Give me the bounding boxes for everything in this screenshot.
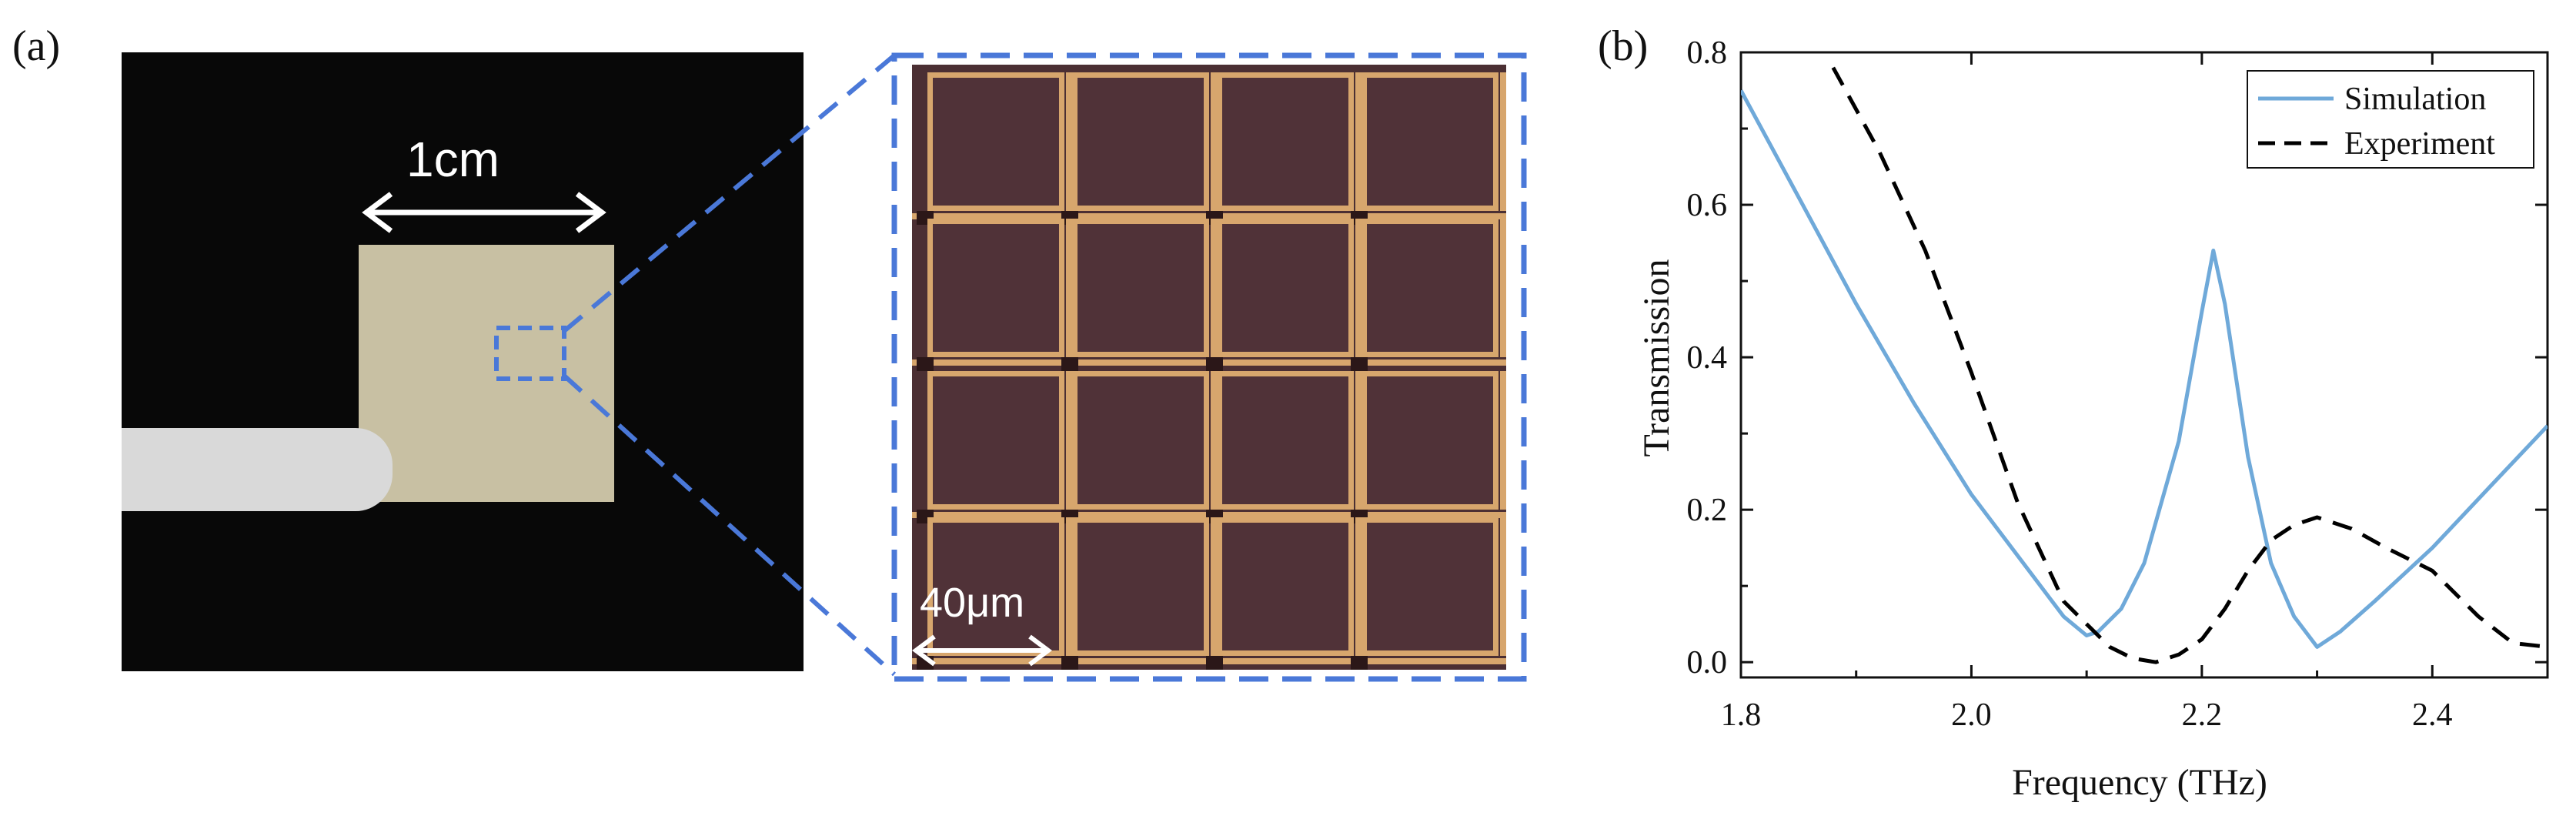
- sample-square: [359, 245, 614, 502]
- micrograph-image: [912, 65, 1506, 670]
- micro-cell: [1217, 517, 1354, 656]
- scale-arrow-1cm: [362, 192, 606, 233]
- micro-gap: [1351, 357, 1368, 371]
- micro-cell: [927, 219, 1064, 357]
- micro-bar: [1355, 219, 1362, 357]
- x-tick-label: 1.8: [1721, 697, 1762, 733]
- legend-box: [2247, 70, 2534, 169]
- x-tick-label: 2.2: [2182, 697, 2223, 733]
- micro-cell: [1072, 219, 1209, 357]
- x-axis-label: Frequency (THz): [2012, 762, 2267, 803]
- y-tick-label: 0.8: [1687, 35, 1728, 71]
- y-tick-label: 0.6: [1687, 188, 1728, 223]
- micro-bar: [1211, 371, 1217, 510]
- micro-cell: [1217, 72, 1354, 211]
- micro-cell: [1072, 371, 1209, 510]
- sample-photo: [122, 52, 804, 671]
- micro-cell: [927, 72, 1064, 211]
- micro-cell: [1217, 219, 1354, 357]
- zoom-region-box: [494, 326, 566, 381]
- micro-cell: [1072, 517, 1209, 656]
- micro-bar: [1066, 72, 1072, 211]
- micro-bar: [1500, 72, 1506, 211]
- micro-bar: [1211, 517, 1217, 656]
- micro-cell: [1362, 371, 1498, 510]
- legend-label-experiment: Experiment: [2344, 126, 2495, 162]
- panel-label-a: (a): [12, 22, 61, 70]
- micro-cell: [1362, 219, 1498, 357]
- micro-bar: [1500, 517, 1506, 656]
- series-line-experiment: [1831, 66, 2548, 664]
- micro-bar: [1066, 219, 1072, 357]
- micro-cell: [927, 517, 1064, 656]
- micro-bar: [1066, 517, 1072, 656]
- micro-bar: [1355, 517, 1362, 656]
- legend-label-simulation: Simulation: [2344, 82, 2486, 117]
- micro-cell: [1072, 72, 1209, 211]
- scale-label-1cm: 1cm: [406, 132, 499, 187]
- micro-gap: [1206, 656, 1223, 670]
- micro-bar: [1500, 219, 1506, 357]
- panel-label-b: (b): [1598, 22, 1649, 70]
- micro-bar: [1355, 371, 1362, 510]
- micro-bar: [1500, 371, 1506, 510]
- plot-frame: [1739, 51, 2549, 679]
- scale-label-40um: 40μm: [920, 580, 1025, 626]
- micro-gap: [917, 357, 934, 371]
- holder-stick: [122, 428, 393, 511]
- micro-cell: [1217, 371, 1354, 510]
- micro-bar: [1211, 72, 1217, 211]
- micrograph-frame: [891, 52, 1527, 682]
- x-tick-label: 2.4: [2412, 697, 2453, 733]
- scale-arrow-40um: [912, 634, 1052, 667]
- y-tick-label: 0.2: [1687, 493, 1728, 528]
- micro-cell: [927, 371, 1064, 510]
- micro-cell: [1362, 517, 1498, 656]
- y-tick-label: 0.0: [1687, 645, 1728, 681]
- micro-cell: [1362, 72, 1498, 211]
- micro-bar: [1211, 219, 1217, 357]
- micro-bar: [1066, 371, 1072, 510]
- micro-gap: [1061, 357, 1078, 371]
- y-axis-label: Transmission: [1636, 259, 1677, 457]
- micro-bar: [1355, 72, 1362, 211]
- micro-gap: [1061, 656, 1078, 670]
- micro-gap: [1206, 357, 1223, 371]
- x-tick-label: 2.0: [1951, 697, 1992, 733]
- series-line-simulation: [1741, 89, 2548, 649]
- zoom-line-bottom: [562, 373, 897, 677]
- y-tick-label: 0.4: [1687, 340, 1728, 376]
- micro-gap: [1351, 656, 1368, 670]
